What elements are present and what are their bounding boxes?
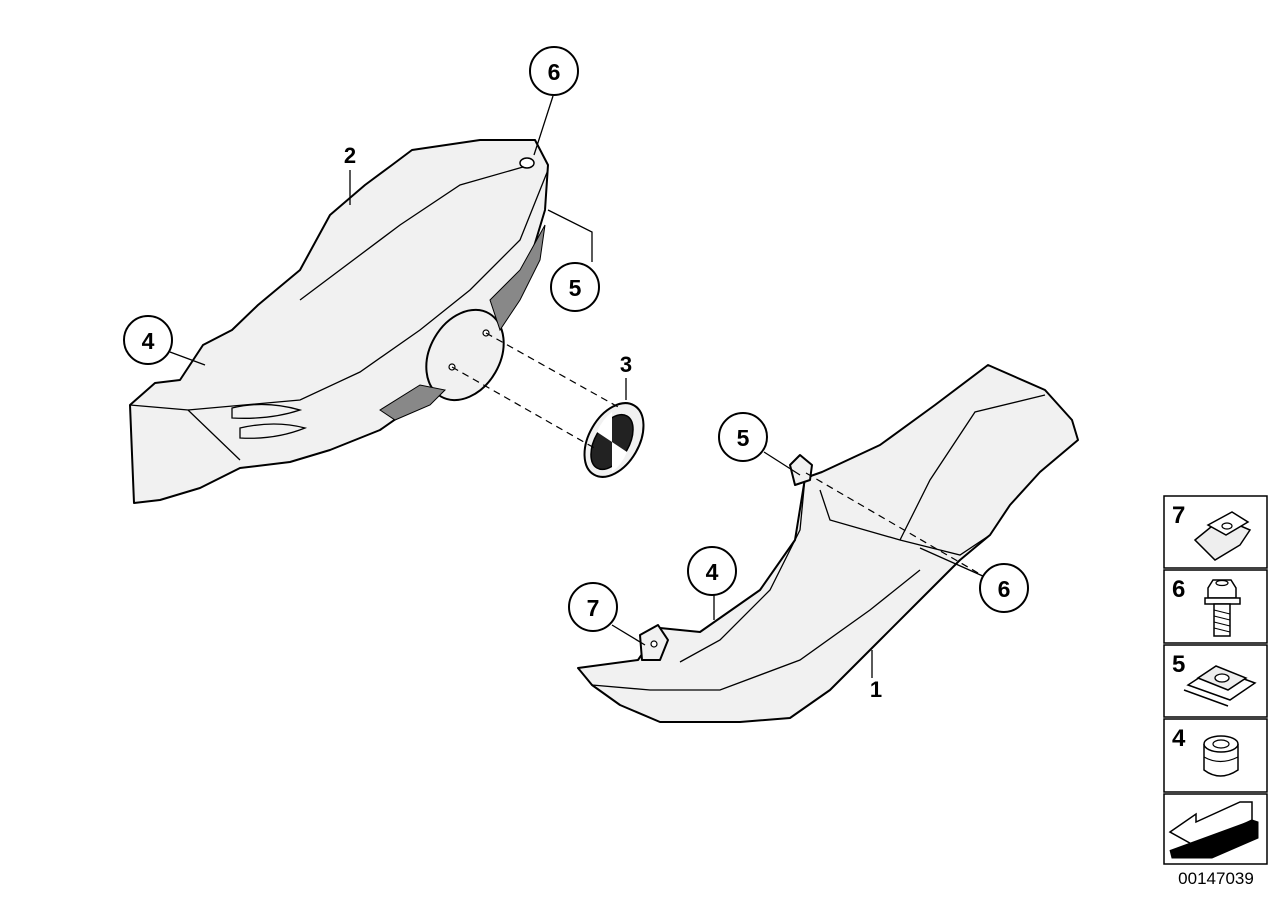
callout-5-upper: 5 [550, 262, 600, 312]
callout-6-right: 6 [979, 563, 1029, 613]
document-id: 00147039 [1178, 869, 1254, 888]
svg-text:5: 5 [1172, 651, 1185, 678]
direction-arrow-icon [1168, 801, 1259, 859]
hex-bolt-icon [1204, 579, 1241, 637]
callout-4-left: 4 [123, 315, 173, 365]
svg-text:4: 4 [1172, 725, 1186, 752]
callout-6-top: 6 [529, 46, 579, 96]
part-1-lower-cover [577, 364, 1079, 723]
clip-nut-icon [1193, 511, 1252, 561]
svg-text:4: 4 [706, 559, 719, 585]
legend-item-5: 5 [1163, 644, 1268, 718]
callout-5-mid: 5 [718, 412, 768, 462]
svg-text:6: 6 [998, 576, 1011, 602]
legend-item-7: 7 [1163, 495, 1268, 569]
svg-text:6: 6 [548, 59, 561, 85]
svg-text:4: 4 [142, 328, 155, 354]
callout-4-lower: 4 [687, 546, 737, 596]
part-3-badge [583, 402, 645, 478]
parts-legend: 7 6 5 [1163, 495, 1268, 865]
label-2: 2 [344, 143, 356, 168]
rubber-grommet-icon [1203, 735, 1239, 777]
speed-nut-icon [1183, 665, 1257, 707]
part-2-upper-cover [129, 139, 549, 504]
legend-arrow-box [1163, 793, 1268, 865]
legend-item-4: 4 [1163, 718, 1268, 793]
callout-7-lower: 7 [568, 582, 618, 632]
label-1: 1 [870, 677, 882, 702]
leader-lines [169, 95, 986, 678]
svg-text:7: 7 [1172, 502, 1185, 529]
svg-text:5: 5 [737, 425, 750, 451]
legend-item-6: 6 [1163, 569, 1268, 644]
label-3: 3 [620, 352, 632, 377]
svg-text:7: 7 [587, 595, 600, 621]
svg-text:5: 5 [569, 275, 582, 301]
svg-text:6: 6 [1172, 576, 1185, 603]
